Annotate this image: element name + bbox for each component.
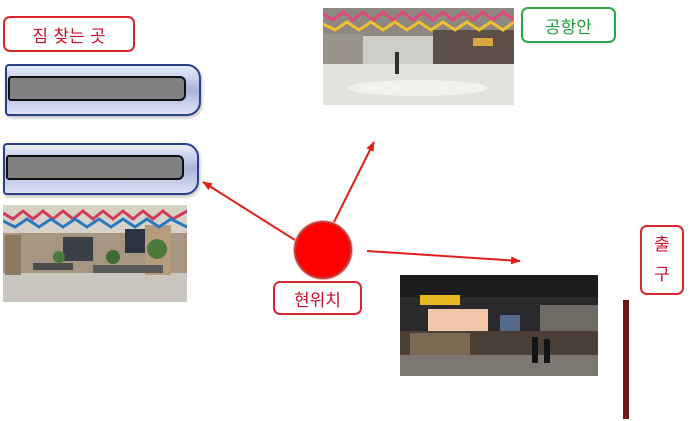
baggage-belt-1: [5, 64, 201, 116]
baggage-belt-2: [3, 143, 199, 195]
baggage-claim-photo: [3, 205, 187, 302]
airport-inside-label-text: 공항안: [545, 17, 592, 38]
baggage-belt-2-track: [6, 155, 184, 180]
baggage-claim-label: 짐 찾는 곳: [3, 16, 135, 52]
current-location-label: 현위치: [273, 281, 362, 315]
current-location-label-text: 현위치: [294, 290, 341, 311]
arrow-to-baggage-claim: [202, 181, 296, 241]
airport-inside-label: 공항안: [521, 7, 616, 43]
exit-bar: [623, 300, 629, 419]
arrow-to-exit: [366, 250, 521, 265]
exit-area-photo: [400, 275, 598, 376]
airport-inside-photo: [323, 8, 514, 105]
exit-label: 출 구: [640, 225, 684, 295]
baggage-belt-1-track: [8, 76, 186, 101]
exit-label-char-2: 구: [654, 265, 670, 285]
arrow-to-airport-inside: [333, 141, 375, 223]
exit-label-char-1: 출: [654, 235, 670, 255]
current-location-dot: [294, 221, 352, 279]
baggage-claim-label-text: 짐 찾는 곳: [32, 26, 106, 47]
